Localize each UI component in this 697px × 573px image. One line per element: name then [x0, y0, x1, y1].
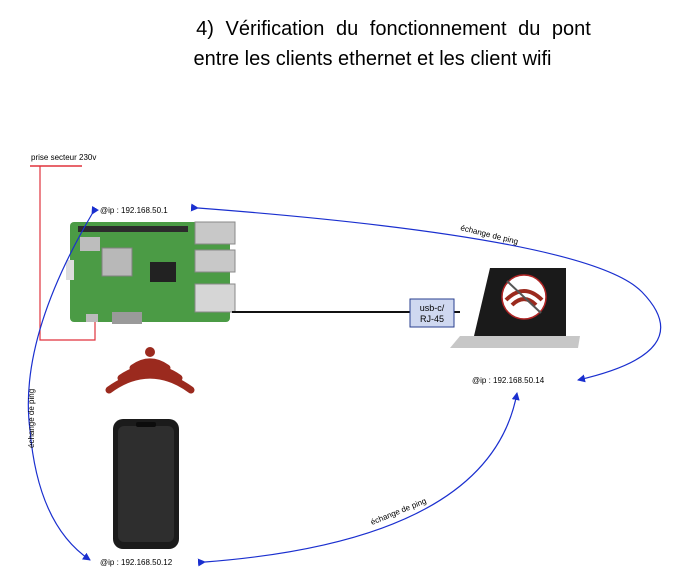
- laptop-icon: [450, 268, 580, 348]
- raspberry-pi-board: [66, 221, 236, 324]
- no-wifi-icon: [501, 274, 547, 320]
- title-line-2: entre les clients ethernet et les client…: [193, 48, 552, 70]
- smartphone-icon: [113, 419, 179, 549]
- ip-label-pi: @ip : 192.168.50.1: [100, 206, 168, 215]
- adapter-label-line1: usb-c/: [420, 303, 445, 313]
- ping-label-left: échange de ping: [27, 389, 36, 448]
- adapter-label-line2: RJ-45: [420, 314, 444, 324]
- wifi-icon: [105, 347, 195, 394]
- slide-title: 4) Vérification du fonctionnement du pon…: [0, 14, 697, 74]
- ping-label-top: échange de ping: [460, 223, 520, 246]
- ping-arrow-phone-laptop: [197, 392, 520, 567]
- ip-label-laptop: @ip : 192.168.50.14: [472, 376, 545, 385]
- ping-arrow-pi-phone: [27, 205, 99, 561]
- title-line-1: 4) Vérification du fonctionnement du pon…: [196, 18, 591, 40]
- power-label: prise secteur 230v: [31, 153, 96, 162]
- ping-arrow-pi-laptop: [190, 203, 662, 383]
- ip-label-phone: @ip : 192.168.50.12: [100, 558, 173, 567]
